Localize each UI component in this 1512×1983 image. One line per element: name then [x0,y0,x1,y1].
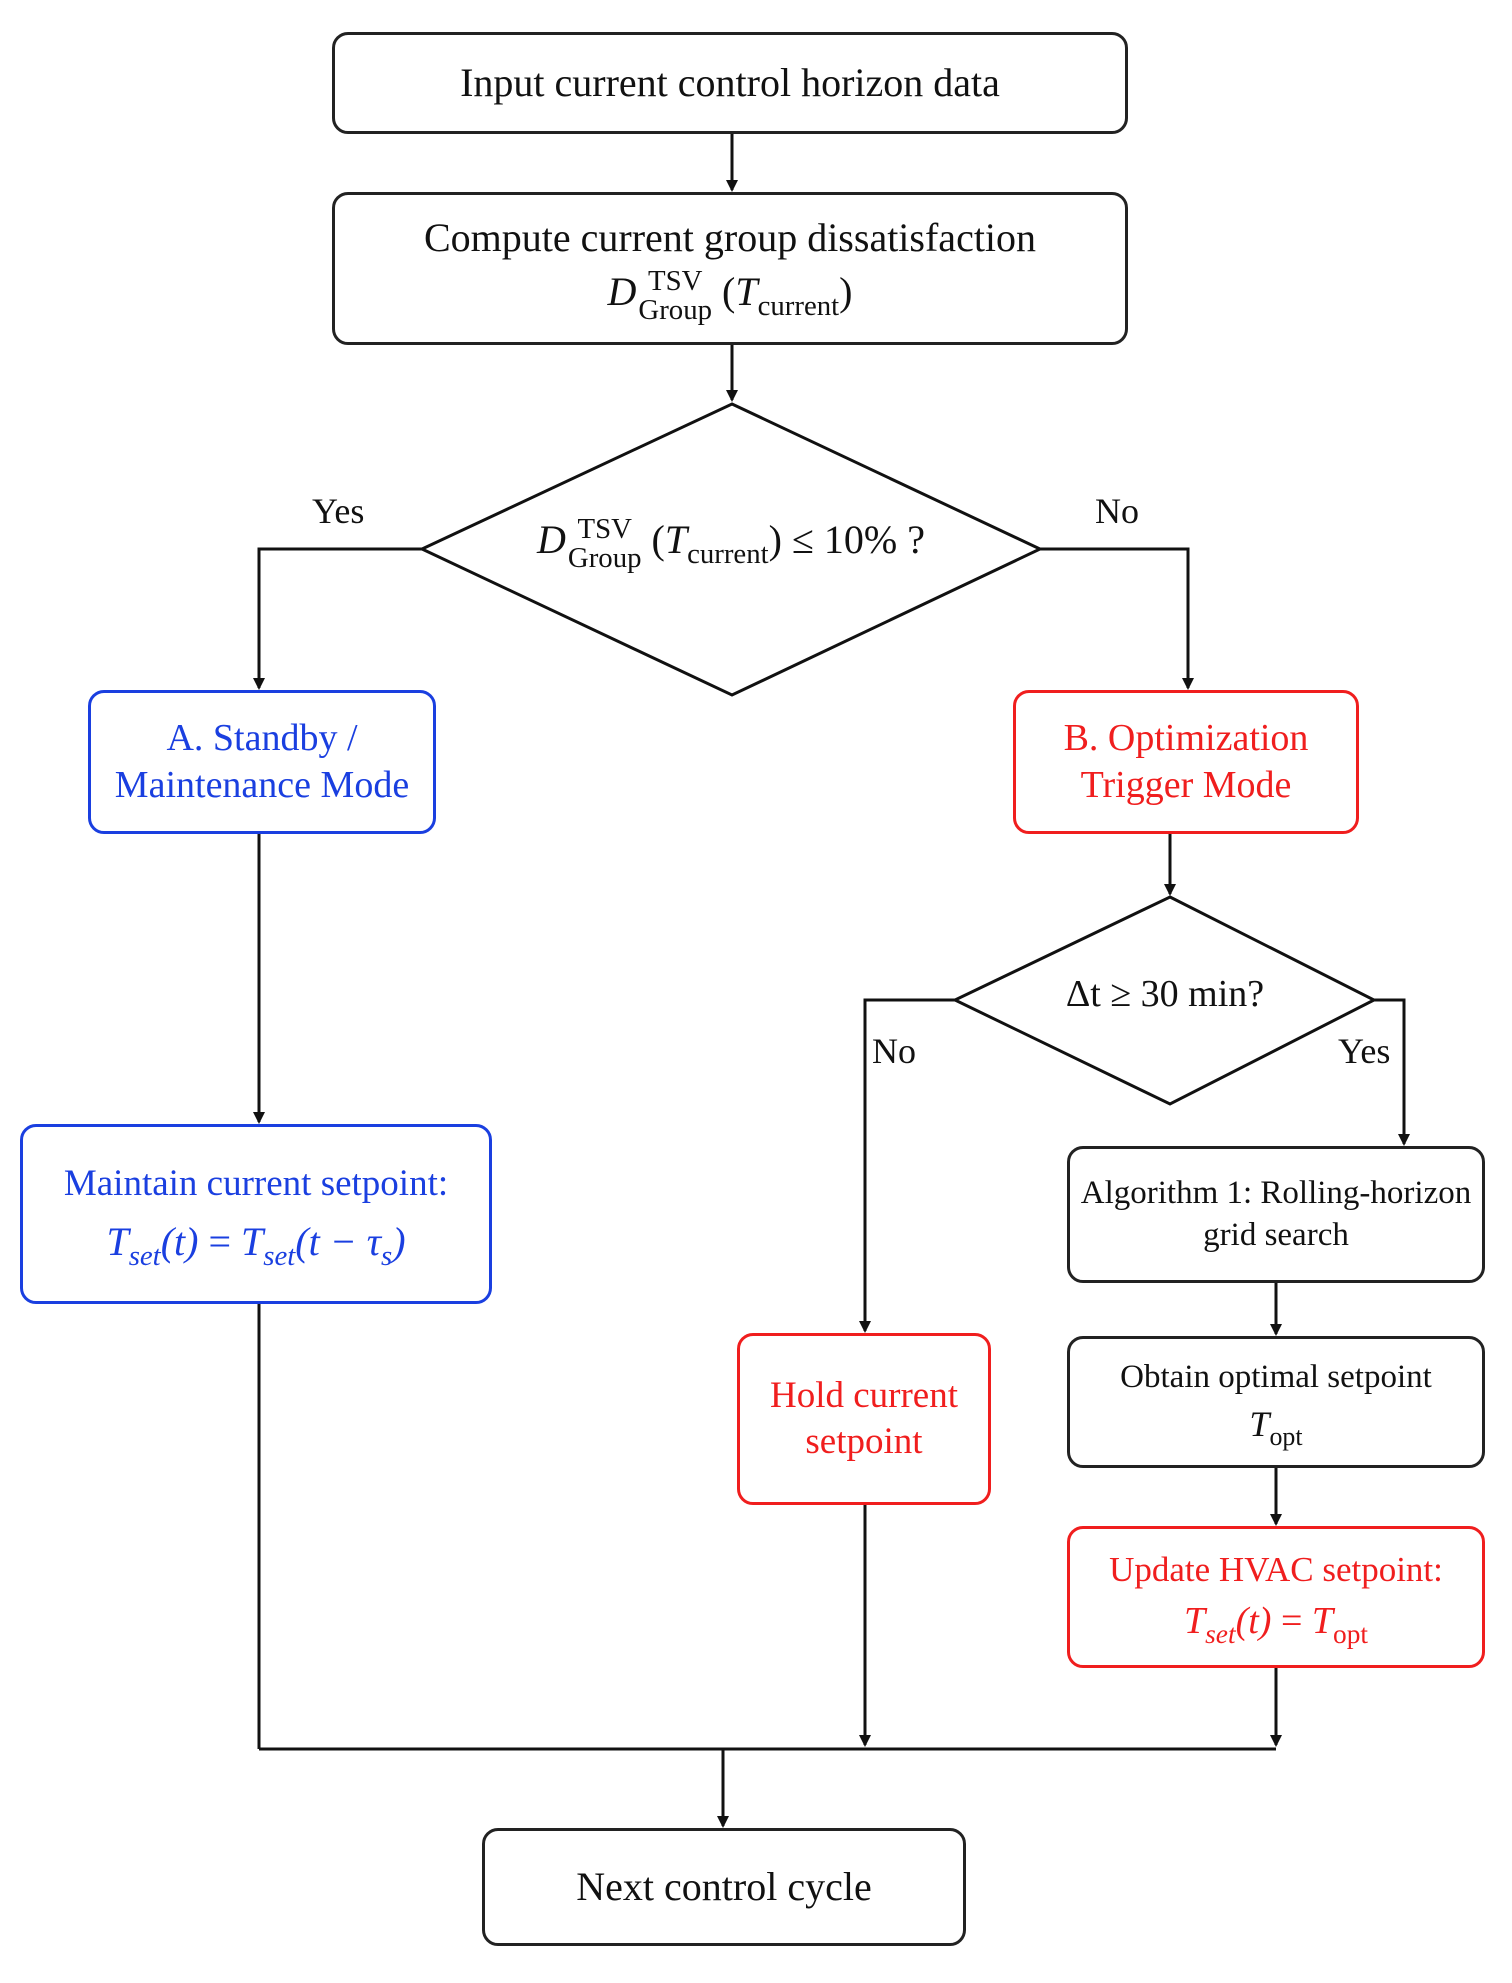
obtain-setpoint-formula: Topt [1249,1404,1303,1452]
hold-setpoint-line2: setpoint [805,1421,923,1462]
yes-label-left: Yes [312,491,365,531]
optimization-mode-line2: Trigger Mode [1080,764,1292,806]
decision-diamond-time [951,895,1378,1106]
decision-time-text: Δt ≥ 30 min? [1065,973,1265,1015]
maintain-setpoint-box: Maintain current setpoint: Tset(t) = Tse… [20,1124,492,1304]
hold-setpoint-box: Hold current setpoint [737,1333,991,1505]
maintain-setpoint-text: Maintain current setpoint: [63,1162,449,1204]
algorithm-line1: Algorithm 1: Rolling-horizon [1080,1175,1472,1212]
update-setpoint-text: Update HVAC setpoint: [1109,1550,1443,1590]
yes-label-lower: Yes [1338,1031,1391,1071]
input-data-box: Input current control horizon data [332,32,1128,134]
arrow-no-to-hold [859,998,955,1333]
standby-mode-line1: A. Standby / [166,716,358,759]
no-label-right: No [1095,491,1139,531]
update-setpoint-formula: Tset(t) = Topt [1184,1600,1368,1649]
arrow-yes-to-algorithm [1374,998,1410,1146]
standby-mode-box: A. Standby / Maintenance Mode [88,690,436,834]
compute-dissatisfaction-text: Compute current group dissatisfaction [423,214,1037,260]
next-cycle-box: Next control cycle [482,1828,966,1946]
decision-diamond-dissatisfaction [418,402,1044,697]
obtain-setpoint-box: Obtain optimal setpoint Topt [1067,1336,1485,1468]
algorithm-line2: grid search [1203,1216,1349,1253]
standby-mode-line2: Maintenance Mode [114,764,410,806]
next-cycle-text: Next control cycle [576,1864,872,1909]
input-data-text: Input current control horizon data [460,60,1000,105]
no-label-lower: No [872,1031,916,1071]
hold-setpoint-line1: Hold current [769,1374,959,1416]
arrow-no-to-optimization [1040,547,1194,690]
update-setpoint-box: Update HVAC setpoint: Tset(t) = Topt [1067,1526,1485,1668]
algorithm-box: Algorithm 1: Rolling-horizon grid search [1067,1146,1485,1283]
arrow-yes-to-standby [253,547,422,690]
maintain-setpoint-formula: Tset(t) = Tset(t − τs) [106,1219,406,1273]
obtain-setpoint-text: Obtain optimal setpoint [1120,1358,1432,1395]
optimization-mode-line1: B. Optimization [1063,716,1309,759]
optimization-mode-box: B. Optimization Trigger Mode [1013,690,1359,834]
